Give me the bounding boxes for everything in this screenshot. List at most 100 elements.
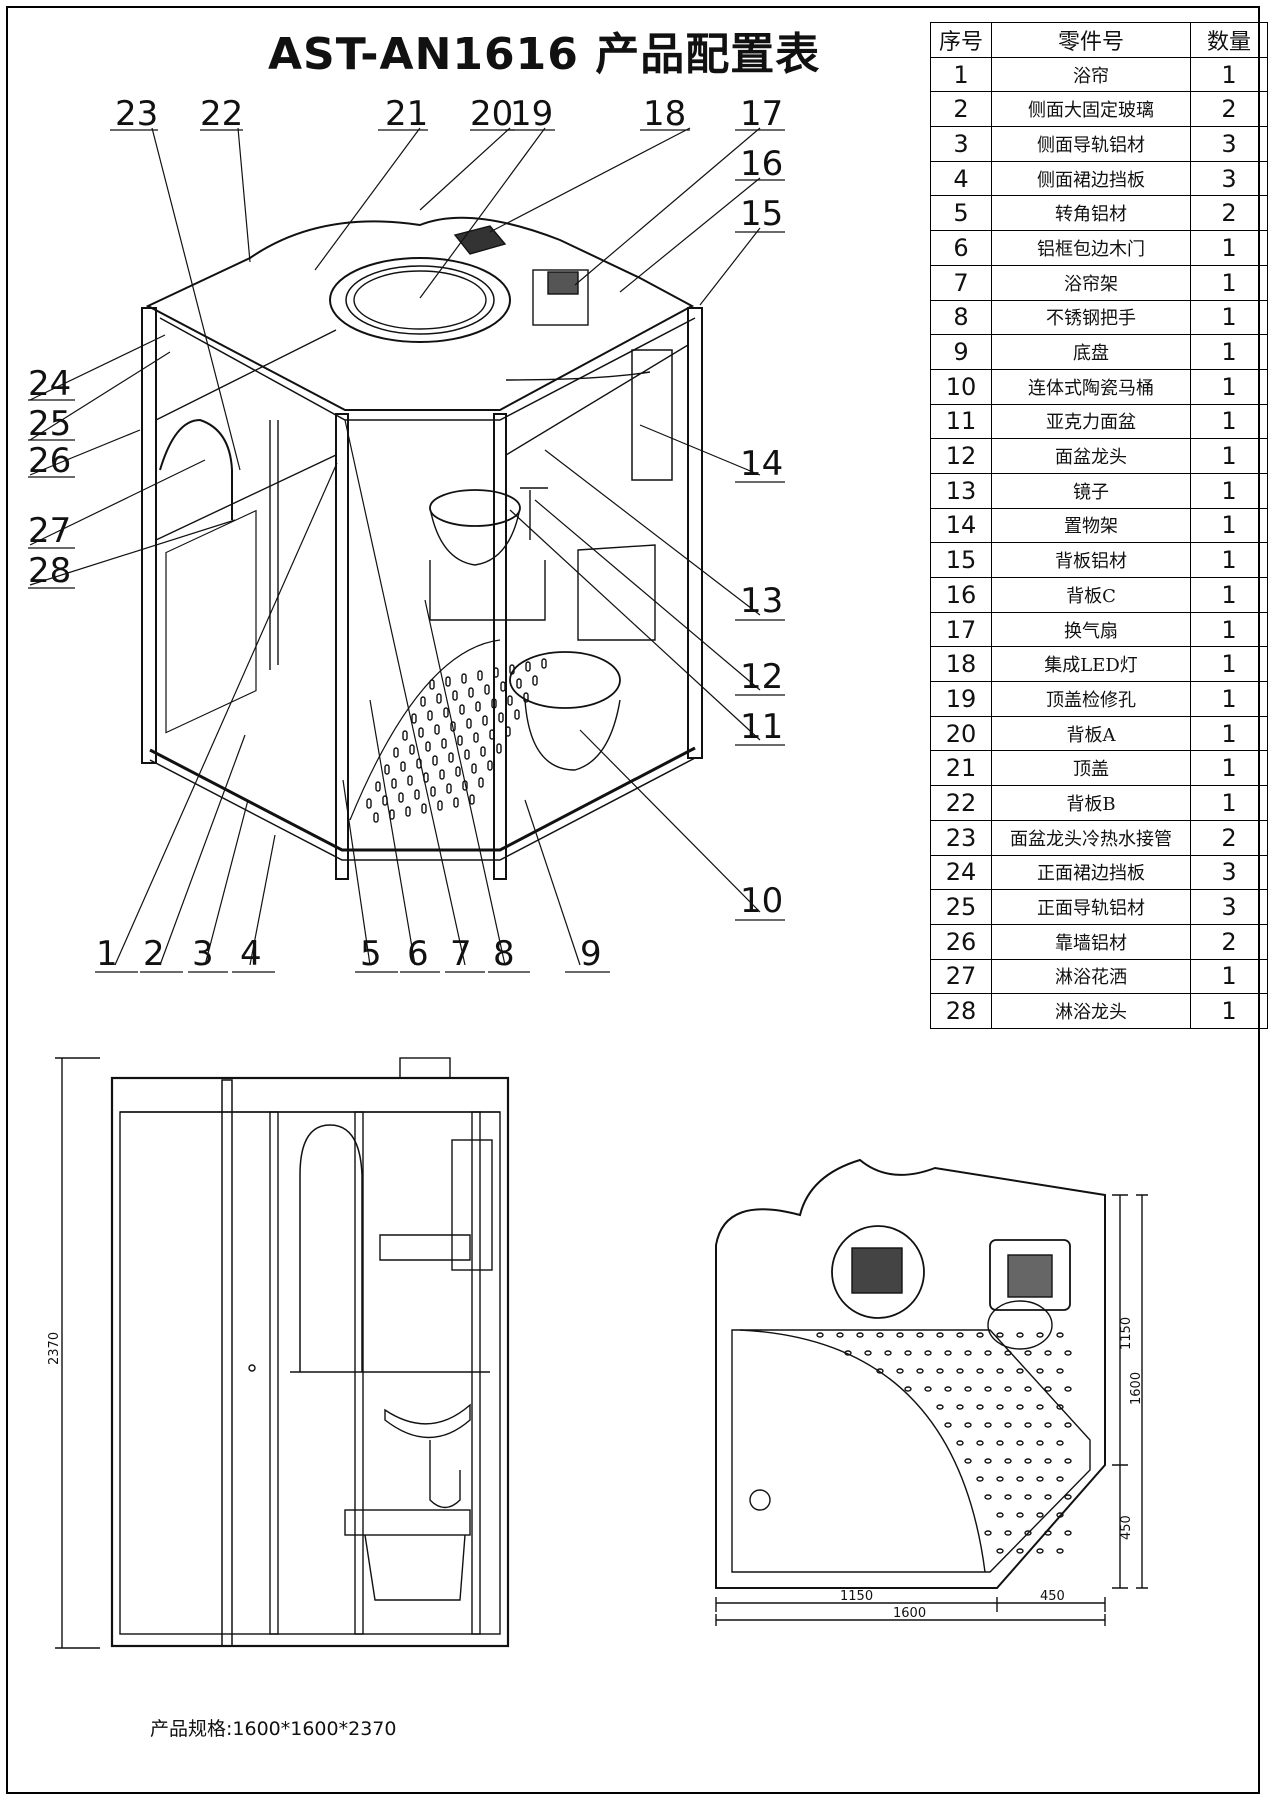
plan-dot — [896, 1368, 904, 1374]
callout-4: 4 — [240, 934, 262, 974]
callout-13: 13 — [740, 581, 783, 621]
cell-no: 12 — [930, 438, 992, 474]
tray-dot — [457, 735, 463, 746]
plan-dot — [1004, 1350, 1012, 1356]
tray-dot — [414, 789, 420, 800]
cell-name: 背板A — [991, 715, 1191, 752]
tray-dot — [384, 764, 390, 775]
plan-dot — [1024, 1494, 1032, 1500]
plan-dot — [1004, 1422, 1012, 1428]
callout-15: 15 — [740, 194, 783, 234]
plan-dot — [1036, 1332, 1044, 1338]
cell-no: 10 — [930, 368, 992, 405]
cell-name: 顶盖 — [991, 750, 1191, 787]
tray-dot — [491, 698, 497, 709]
tray-dot — [532, 675, 538, 686]
tray-dot — [473, 732, 479, 743]
plan-dot — [1056, 1476, 1064, 1482]
plan-dot — [1064, 1458, 1072, 1464]
tray-dot — [507, 695, 513, 706]
dim-plan-width-corner: 450 — [1040, 1589, 1065, 1604]
tray-dot — [418, 727, 424, 738]
cell-name: 正面裙边挡板 — [991, 854, 1191, 891]
tray-dot — [448, 752, 454, 763]
plan-dot — [956, 1404, 964, 1410]
tray-dot — [398, 792, 404, 803]
cell-no: 27 — [930, 958, 992, 995]
plan-dot — [976, 1476, 984, 1482]
cell-qty: 2 — [1190, 923, 1268, 960]
cell-qty: 1 — [1190, 611, 1268, 648]
tray-dot — [480, 746, 486, 757]
cell-name: 正面导轨铝材 — [991, 889, 1191, 925]
tray-dot — [453, 797, 459, 808]
plan-dot — [1024, 1458, 1032, 1464]
plan-dot — [1044, 1422, 1052, 1428]
plan-dot — [1056, 1404, 1064, 1410]
cell-qty: 3 — [1190, 126, 1268, 162]
plan-dot — [1064, 1386, 1072, 1392]
dim-plan-width-part: 1150 — [840, 1589, 873, 1604]
tray-dot — [427, 710, 433, 721]
callout-12: 12 — [740, 657, 783, 697]
tray-dot — [441, 738, 447, 749]
cell-name: 侧面大固定玻璃 — [991, 91, 1191, 128]
plan-dot — [1036, 1512, 1044, 1518]
tray-dot — [455, 766, 461, 777]
tray-dot — [525, 661, 531, 672]
tray-dot — [373, 812, 379, 823]
plan-dot — [936, 1404, 944, 1410]
plan-dot — [1016, 1548, 1024, 1554]
tray-dot — [489, 729, 495, 740]
callout-23: 23 — [115, 94, 158, 134]
plan-dot — [924, 1350, 932, 1356]
cell-name: 背板B — [991, 785, 1191, 821]
plan-dot — [996, 1476, 1004, 1482]
cell-no: 5 — [930, 195, 992, 232]
plan-dot — [1036, 1404, 1044, 1410]
plan-dot — [944, 1422, 952, 1428]
cell-no: 14 — [930, 507, 992, 544]
callout-16: 16 — [740, 144, 783, 184]
plan-dot — [996, 1332, 1004, 1338]
tray-dot — [391, 778, 397, 789]
cell-name: 置物架 — [991, 507, 1191, 544]
plan-dot — [1016, 1440, 1024, 1446]
cell-no: 7 — [930, 264, 992, 301]
callout-18: 18 — [643, 94, 686, 134]
cell-no: 26 — [930, 923, 992, 960]
front-elevation: 2370 — [47, 1057, 510, 1649]
tray-dot — [475, 701, 481, 712]
drawing-title: AST-AN1616 产品配置表 — [268, 29, 821, 80]
cell-name: 背板铝材 — [991, 542, 1191, 578]
plan-dot — [984, 1458, 992, 1464]
plan-dot — [1024, 1350, 1032, 1356]
plan-dot — [944, 1350, 952, 1356]
plan-dot — [956, 1368, 964, 1374]
tray-dot — [487, 760, 493, 771]
callout-27: 27 — [28, 511, 71, 551]
tray-dot — [498, 712, 504, 723]
cell-no: 1 — [930, 56, 992, 93]
product-spec: 产品规格:1600*1600*2370 — [150, 1718, 397, 1740]
plan-dot — [1004, 1386, 1012, 1392]
cell-name: 亚克力面盆 — [991, 403, 1191, 440]
cell-no: 11 — [930, 403, 992, 440]
tray-dot — [375, 781, 381, 792]
callout-9: 9 — [580, 934, 602, 974]
callout-17: 17 — [740, 94, 783, 134]
cell-no: 15 — [930, 542, 992, 578]
cell-qty: 2 — [1190, 819, 1268, 856]
plan-dot — [996, 1404, 1004, 1410]
tray-dot — [393, 747, 399, 758]
plan-dot — [964, 1458, 972, 1464]
tray-dot — [484, 684, 490, 695]
plan-dot — [896, 1332, 904, 1338]
